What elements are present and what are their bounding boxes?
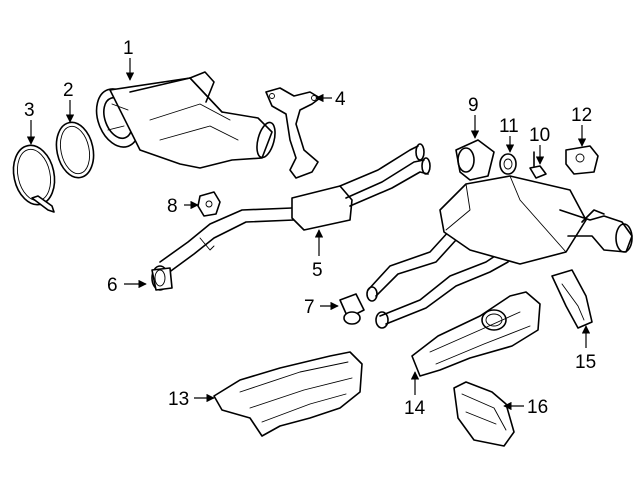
leader-lines (26, 58, 591, 411)
part-12-hanger-bracket[interactable] (565, 145, 599, 175)
callout-labels: 1 2 3 4 5 6 7 8 9 10 11 12 13 14 15 16 (24, 38, 596, 419)
part-14-heat-shield[interactable] (411, 291, 541, 377)
part-10-bolt[interactable] (529, 151, 547, 179)
rear-muffler-assembly[interactable] (366, 175, 633, 329)
callout-12: 12 (571, 105, 592, 126)
part-6-clamp[interactable] (151, 265, 173, 291)
part-7-sleeve[interactable] (339, 293, 365, 325)
part-11-isolator[interactable] (499, 153, 517, 175)
callout-9: 9 (468, 95, 479, 116)
part-3-clamp[interactable] (8, 141, 60, 213)
callout-15: 15 (575, 352, 596, 373)
callout-6: 6 (107, 275, 118, 296)
part-9-tailpipe-tip[interactable] (455, 139, 495, 181)
part-16-heat-shield-cover[interactable] (453, 381, 515, 447)
callout-1: 1 (123, 38, 134, 59)
callout-4: 4 (335, 89, 346, 110)
part-8-hanger[interactable] (197, 191, 221, 217)
callout-3: 3 (24, 100, 35, 121)
part-1-catalytic-converter[interactable] (89, 71, 278, 169)
part-4-bracket[interactable] (265, 87, 321, 179)
part-15-heat-shield-plate[interactable] (551, 269, 593, 329)
callout-7: 7 (304, 297, 315, 318)
callout-13: 13 (168, 389, 189, 410)
callout-10: 10 (529, 125, 550, 146)
part-5-center-pipe[interactable] (159, 143, 431, 277)
callout-11: 11 (499, 116, 519, 137)
callout-16: 16 (527, 397, 548, 418)
part-2-gasket[interactable] (52, 119, 99, 181)
part-13-heat-shield[interactable] (213, 351, 363, 437)
callout-14: 14 (404, 398, 426, 419)
callout-8: 8 (167, 196, 178, 217)
callout-5: 5 (312, 260, 323, 281)
callout-2: 2 (63, 80, 74, 101)
